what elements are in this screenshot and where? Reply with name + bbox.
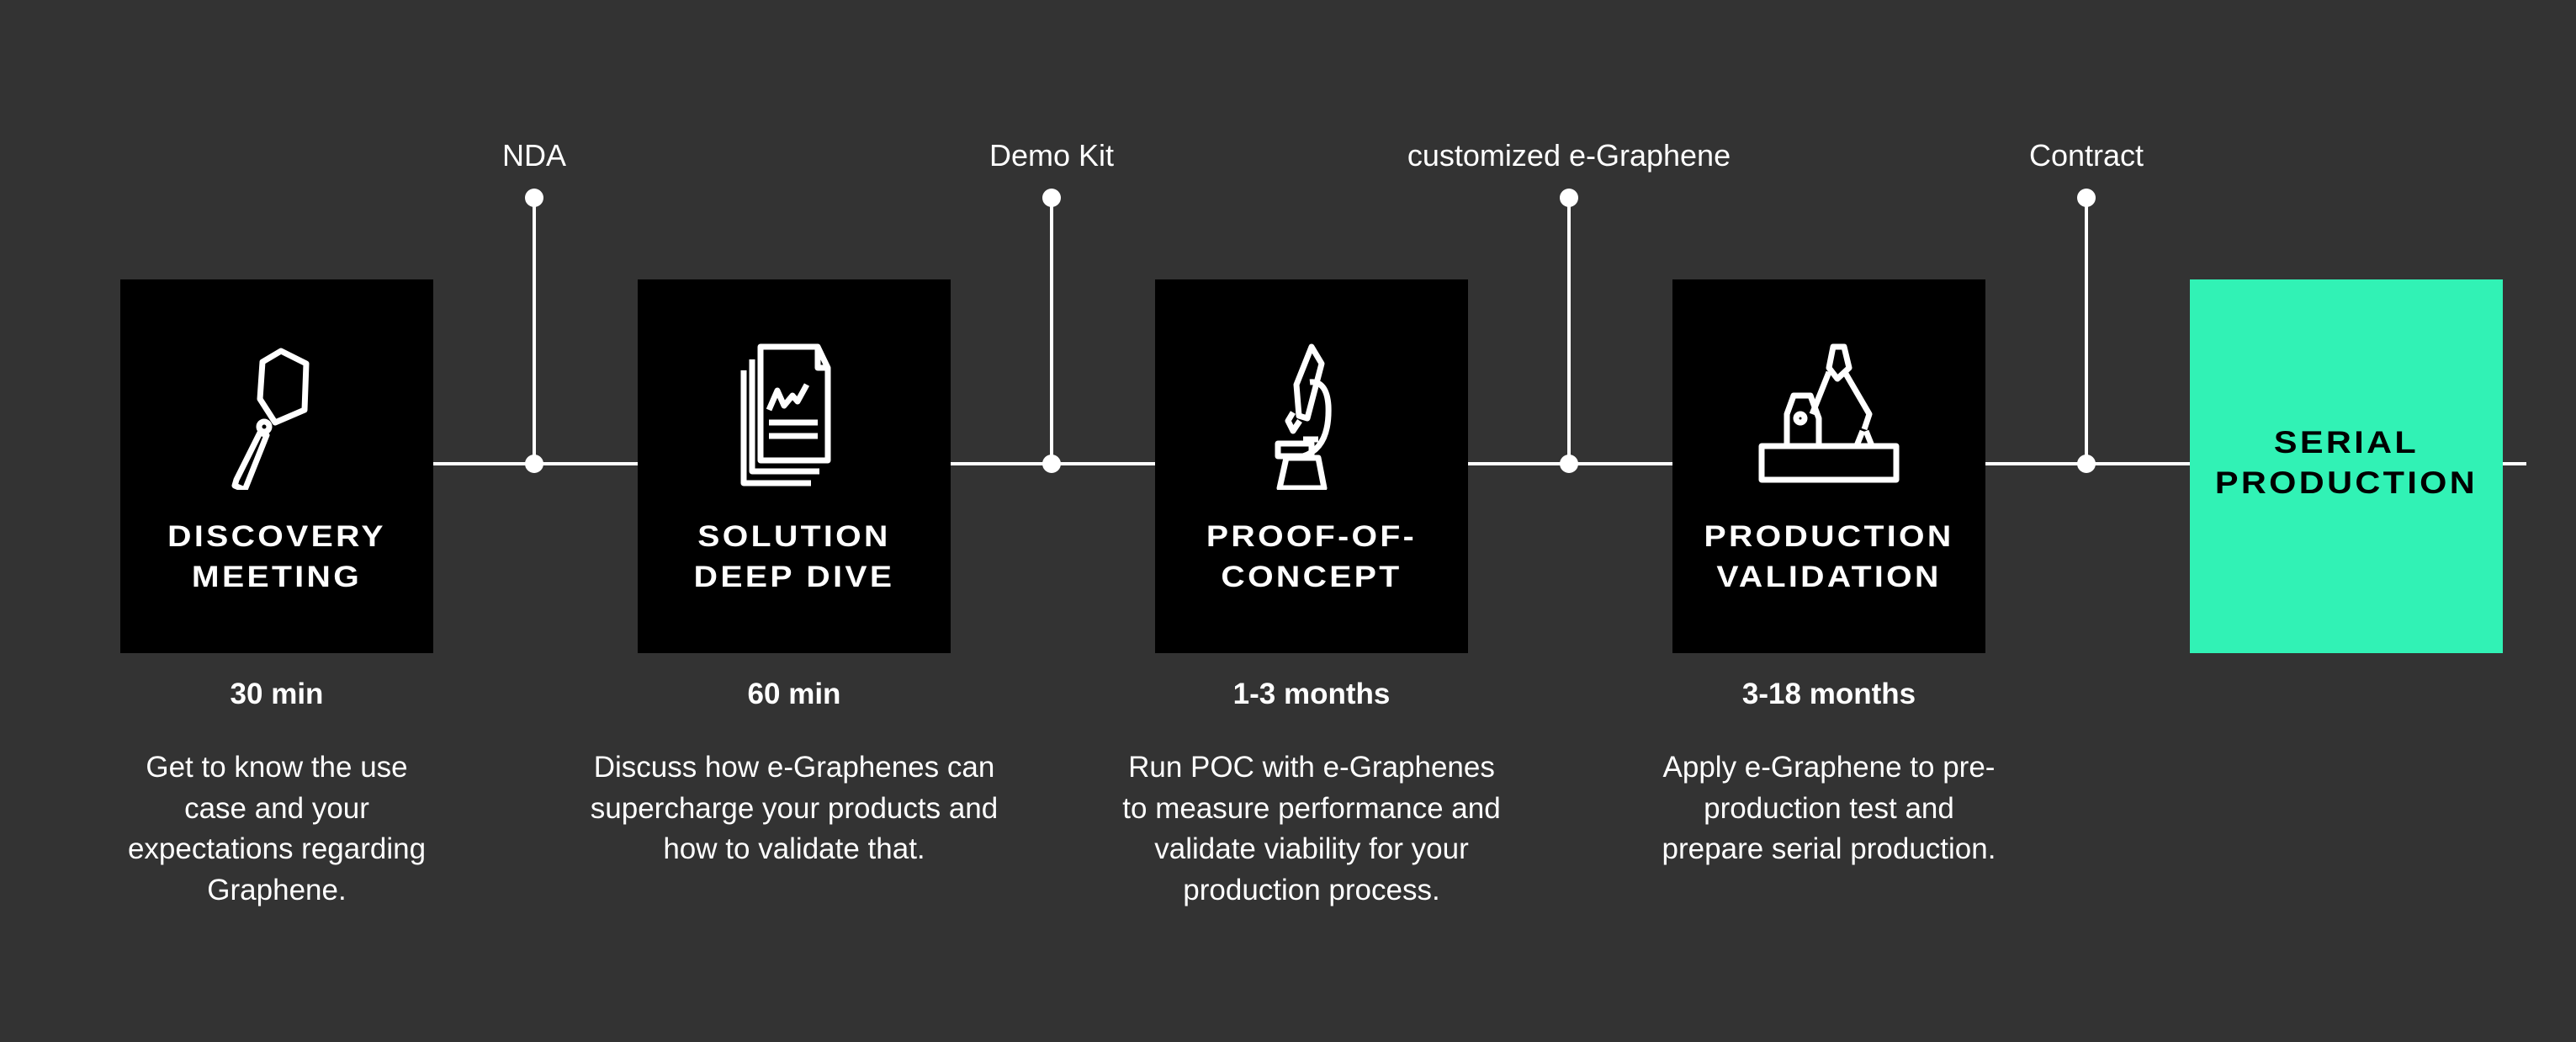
- stage-title-line: DISCOVERY: [167, 520, 386, 553]
- stage-description: Run POC with e-Graphenes to measure perf…: [1122, 751, 1501, 906]
- stage-duration: 1-3 months: [1232, 678, 1391, 710]
- connector-timeline-dot: [2077, 455, 2096, 473]
- connector-stem: [2085, 197, 2088, 464]
- stage-duration: 3-18 months: [1741, 678, 1916, 710]
- stage-serial-production: SERIAL PRODUCTION: [2190, 279, 2503, 653]
- stage-proof-of-concept: PROOF-OF- CONCEPT: [1155, 279, 1468, 653]
- connector-stem: [1567, 197, 1571, 464]
- stage-title-line: MEETING: [191, 561, 363, 593]
- connector-top-dot: [525, 189, 543, 207]
- documents-chart-icon: [740, 343, 831, 486]
- connector-label: Contract: [2028, 138, 2144, 173]
- stage-duration: 60 min: [747, 678, 841, 710]
- connector-timeline-dot: [1042, 455, 1061, 473]
- connector-timeline-dot: [525, 455, 543, 473]
- stage-title-line: PROOF-OF-: [1206, 520, 1418, 553]
- robot-arm-icon: [1758, 343, 1900, 483]
- stage-discovery-meeting: DISCOVERY MEETING: [120, 279, 433, 653]
- connector-label: NDA: [501, 138, 566, 173]
- stage-title-line: DEEP DIVE: [693, 561, 895, 593]
- connector-top-dot: [1042, 189, 1061, 207]
- stage-description: Get to know the use case and your expect…: [127, 751, 427, 906]
- stage-solution-deep-dive: SOLUTION DEEP DIVE: [638, 279, 951, 653]
- connector-timeline-dot: [1560, 455, 1578, 473]
- connector-stem: [1050, 197, 1053, 464]
- stage-description: Apply e-Graphene to pre-production test …: [1662, 751, 1996, 865]
- stage-title-line: SERIAL: [2273, 425, 2420, 460]
- stage-description: Discuss how e-Graphenes can supercharge …: [590, 751, 999, 865]
- stage-title-line: PRODUCTION: [2214, 465, 2478, 500]
- connector-label: Demo Kit: [989, 138, 1115, 173]
- connector-top-dot: [1560, 189, 1578, 207]
- stage-title-line: VALIDATION: [1716, 561, 1942, 593]
- stage-title-line: SOLUTION: [697, 520, 891, 553]
- microscope-icon: [1275, 343, 1332, 490]
- magnifier-hexagon-icon: [231, 348, 310, 490]
- stage-title-line: PRODUCTION: [1704, 520, 1954, 553]
- connector-stem: [533, 197, 536, 464]
- stage-duration: 30 min: [230, 678, 324, 710]
- stage-title-line: CONCEPT: [1221, 561, 1402, 593]
- connector-label: customized e-Graphene: [1407, 138, 1731, 173]
- connector-top-dot: [2077, 189, 2096, 207]
- stage-production-validation: PRODUCTION VALIDATION: [1672, 279, 1985, 653]
